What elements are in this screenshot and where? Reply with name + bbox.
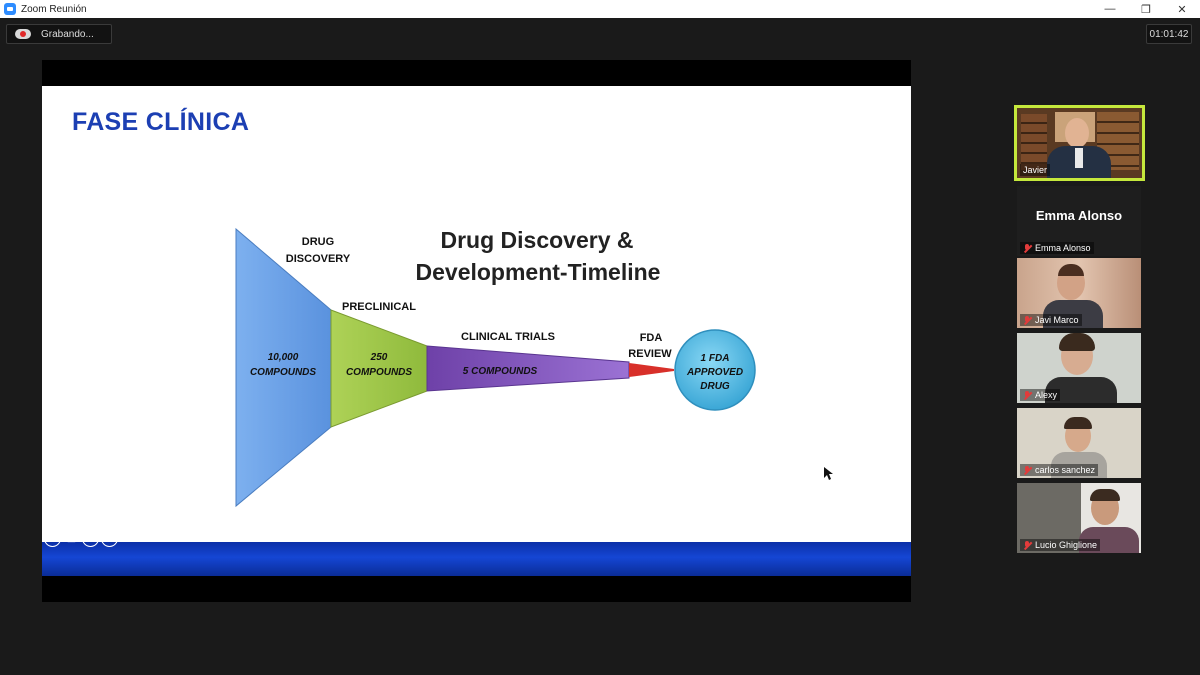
stage-label-drug: DRUG — [302, 236, 334, 248]
mic-muted-icon — [1023, 390, 1032, 400]
stage-value-discovery-unit: COMPOUNDS — [250, 367, 316, 378]
window-title: Zoom Reunión — [21, 3, 87, 15]
participant-tile-javi-marco[interactable]: Javi Marco — [1017, 258, 1141, 328]
participant-display-name: Emma Alonso — [1035, 208, 1123, 223]
approved-drug-circle — [674, 329, 756, 411]
result-line2: APPROVED — [686, 367, 743, 378]
close-icon[interactable]: ✕ — [1177, 3, 1187, 16]
more-icon[interactable]: ··· — [82, 530, 99, 547]
result-line3: DRUG — [700, 381, 730, 392]
result-line1: 1 FDA — [701, 353, 730, 364]
pen-icon[interactable]: △ — [67, 532, 76, 544]
stage-fda-review-shape — [629, 363, 674, 377]
diagram-heading-line2: Development-Timeline — [416, 259, 661, 285]
participant-name: Alexy — [1020, 389, 1061, 401]
stage-label-preclinical: PRECLINICAL — [342, 301, 416, 313]
stage-value-preclinical-count: 250 — [370, 352, 388, 363]
participant-tile-lucio-ghiglione[interactable]: Lucio Ghiglione — [1017, 483, 1141, 553]
stage-clinical-trials-shape — [426, 345, 630, 392]
mic-muted-icon — [1023, 465, 1032, 475]
diagram-heading-line1: Drug Discovery & — [440, 227, 633, 253]
stage-label-fda: FDA — [640, 332, 663, 344]
participant-name: carlos sanchez — [1020, 464, 1099, 476]
stage-label-discovery: DISCOVERY — [286, 253, 351, 265]
arrow-left-icon[interactable]: ← — [44, 530, 61, 547]
stage-label-clinical-trials: CLINICAL TRIALS — [461, 331, 555, 343]
presentation-slide: FASE CLÍNICA — [42, 86, 911, 576]
slide-nav-controls: ← △ ··· → — [44, 530, 118, 547]
arrow-right-icon[interactable]: → — [101, 530, 118, 547]
stage-value-discovery-count: 10,000 — [268, 352, 299, 363]
minimize-icon[interactable]: — — [1104, 3, 1116, 15]
participant-name: Javier — [1020, 164, 1051, 176]
recording-indicator[interactable]: Grabando... — [6, 24, 112, 44]
mic-muted-icon — [1023, 315, 1032, 325]
stage-value-clinical: 5 COMPOUNDS — [463, 366, 538, 377]
window-titlebar: Zoom Reunión — ❐ ✕ — [0, 0, 1200, 18]
participant-name: Emma Alonso — [1020, 242, 1094, 254]
participant-tile-alexy[interactable]: Alexy — [1017, 333, 1141, 403]
zoom-app-icon — [4, 3, 16, 15]
restore-icon[interactable]: ❐ — [1141, 3, 1151, 16]
mic-muted-icon — [1023, 243, 1032, 253]
cloud-record-icon — [15, 29, 31, 39]
slide-title: FASE CLÍNICA — [72, 108, 250, 136]
participant-tile-emma-alonso[interactable]: Emma Alonso Emma Alonso — [1017, 186, 1141, 256]
participant-name: Lucio Ghiglione — [1020, 539, 1101, 551]
shared-screen: FASE CLÍNICA — [42, 60, 911, 602]
recording-label: Grabando... — [41, 28, 94, 40]
window-controls: — ❐ ✕ — [1092, 0, 1200, 18]
stage-label-review: REVIEW — [628, 348, 672, 360]
mic-muted-icon — [1023, 540, 1032, 550]
participant-name: Javi Marco — [1020, 314, 1082, 326]
mouse-cursor-icon — [824, 467, 833, 480]
meeting-timer: 01:01:42 — [1146, 24, 1192, 44]
stage-value-preclinical-unit: COMPOUNDS — [346, 367, 412, 378]
participant-tile-javier[interactable]: Javier — [1014, 105, 1145, 181]
participant-tile-carlos-sanchez[interactable]: carlos sanchez — [1017, 408, 1141, 478]
slide-footer-band — [42, 542, 911, 576]
drug-timeline-diagram: Drug Discovery & Development-Timeline DR… — [235, 227, 833, 508]
